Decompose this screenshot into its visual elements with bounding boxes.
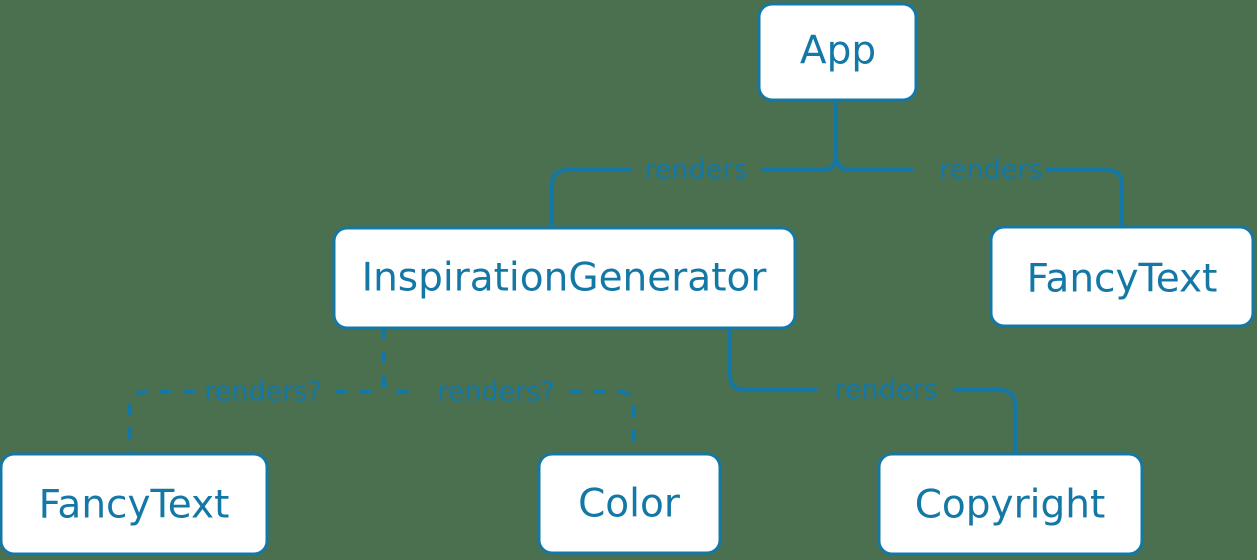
node-fancytext-right-label: FancyText [1027,257,1218,302]
edge-label-backing-app-fancytext [913,152,1045,188]
node-fancytext-right[interactable]: FancyText [989,225,1255,328]
edge-label-backing-app-inspirationgenerator [632,152,762,188]
edge-app-to-left-branch [760,100,838,172]
node-copyright-box [877,452,1144,556]
node-app-label: App [800,29,876,74]
edge-inspirationgenerator-dashed-right-stem [382,327,420,394]
node-color[interactable]: Color [537,452,722,555]
node-fancytext-bottom-label: FancyText [39,483,230,528]
edge-label-app-inspirationgenerator: renders [644,155,747,186]
node-inspirationgenerator-label: InspirationGenerator [362,256,768,301]
node-app[interactable]: App [757,2,918,102]
edge-label-inspirationgenerator-copyright: renders [834,375,937,406]
edge-label-app-fancytext: renders [939,155,1042,186]
edge-label-backing-inspirationgenerator-fancytext [196,374,330,410]
edge-inspirationgenerator-to-copyright-right [953,388,1017,455]
node-fancytext-bottom[interactable]: FancyText [0,452,269,556]
edge-inspirationgenerator-to-copyright-left [728,327,818,392]
node-copyright-label: Copyright [915,483,1106,528]
node-fancytext-bottom-box [0,452,269,556]
node-inspirationgenerator[interactable]: InspirationGenerator [332,226,797,330]
edge-label-inspirationgenerator-fancytext: renders? [204,377,321,408]
edge-app-to-right-branch [834,100,913,172]
node-inspirationgenerator-box [332,226,797,330]
edge-label-backing-inspirationgenerator-copyright [818,372,953,408]
edge-inspirationgenerator-dashed-left-stem [330,327,386,394]
node-fancytext-right-box [989,225,1255,328]
node-color-box [537,452,722,555]
edge-label-inspirationgenerator-color: renders? [437,377,554,408]
node-copyright[interactable]: Copyright [877,452,1144,556]
node-app-box [757,2,918,102]
edge-inspirationgenerator-to-fancytext-bottom [128,390,196,455]
edge-label-backing-inspirationgenerator-color [420,374,570,410]
edge-app-to-inspirationgenerator [550,168,632,229]
edge-inspirationgenerator-to-color [570,390,636,455]
edge-app-to-fancytext-right [1045,168,1124,228]
node-color-label: Color [578,482,681,527]
